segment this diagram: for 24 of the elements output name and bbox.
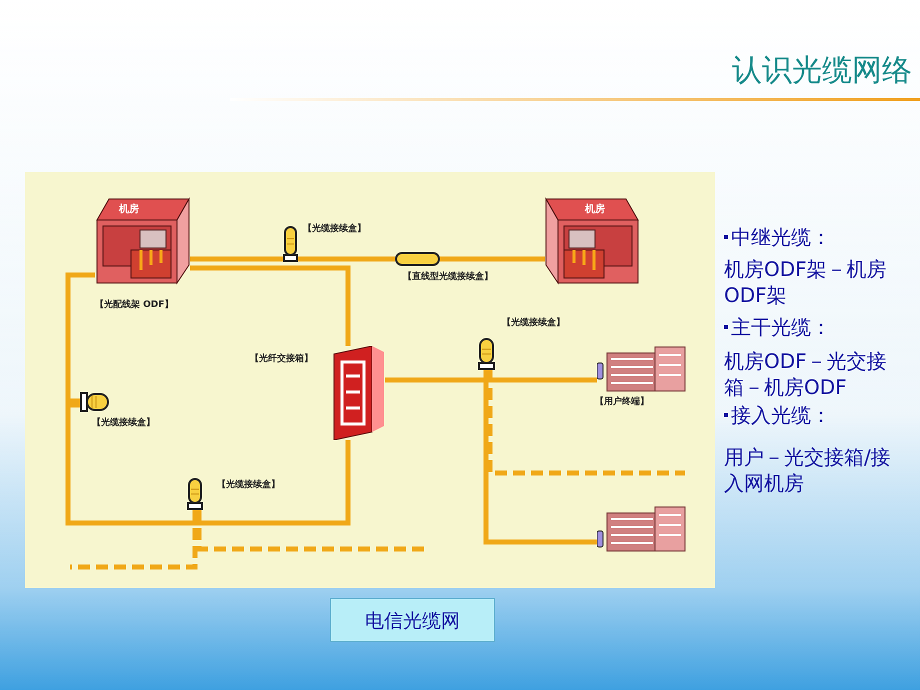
component-caption: 【光缆接续盒】 [303,222,366,235]
component-caption: 【光缆接续盒】 [502,316,565,329]
component-caption: 【光配线架 ODF】 [95,298,174,311]
fiber-cable-line [190,256,283,262]
component-caption: 【用户终端】 [595,395,649,408]
bullet-heading: 中继光缆： [724,224,904,250]
fiber-cable-line [66,272,95,404]
description-text: 用户－光交接箱/接入网机房 [724,444,892,496]
caption-box: 电信光缆网 [330,598,495,642]
component-caption: 【直线型光缆接续盒】 [403,270,493,283]
fiber-cable-line [190,266,350,346]
component-caption: 【光缆接续盒】 [217,478,280,491]
bullet-heading: 接入光缆： [724,402,904,428]
fiber-cable-line [488,370,685,476]
component-caption: 【光纤交接箱】 [250,352,313,365]
room-label: 机房 [119,202,139,216]
page-title: 认识光缆网络 [732,52,912,90]
room-label: 机房 [585,202,605,216]
fiber-cable-line [440,256,545,262]
bullet-heading: 主干光缆： [724,314,904,340]
fiber-cable-line [298,256,395,262]
component-caption: 【光缆接续盒】 [92,416,155,429]
description-text: 机房ODF架－机房ODF架 [724,256,888,308]
description-text: 机房ODF－光交接箱－机房ODF [724,348,888,400]
